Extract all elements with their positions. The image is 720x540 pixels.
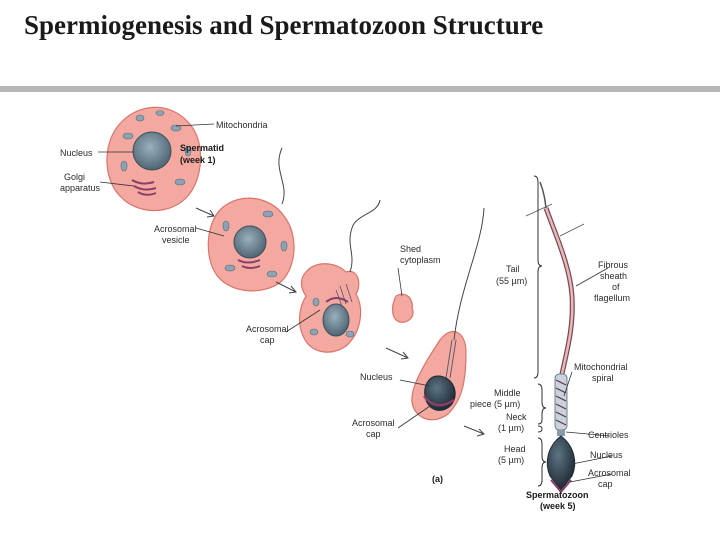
label-mito-spiral-2: spiral (592, 373, 614, 383)
label-acrosomal-cap: Acrosomal (246, 324, 289, 334)
stage-arrows (195, 207, 485, 437)
label-acrosomal-vesicle-2: vesicle (162, 235, 190, 245)
label-shed-cytoplasm: cytoplasm (400, 255, 441, 265)
label-acrosomal-cap-b2: cap (366, 429, 381, 439)
leader-lines (98, 123, 613, 483)
label-nucleus-2: Nucleus (360, 372, 393, 382)
label-mitochondria: Mitochondria (216, 120, 268, 130)
mitochondria-icons (120, 110, 192, 186)
label-tail: Tail (506, 264, 520, 274)
label-tail-length: (55 µm) (496, 276, 527, 286)
label-neck-length: (1 µm) (498, 423, 524, 433)
label-middle-piece: piece (5 µm) (470, 399, 520, 409)
label-neck: Neck (506, 412, 527, 422)
label-fibrous-of: of (612, 282, 620, 292)
spermatid-cell (106, 106, 202, 212)
label-acrosomal-vesicle: Acrosomal (154, 224, 197, 234)
label-fibrous-flagellum: flagellum (594, 293, 630, 303)
label-spermatozoon-week: (week 5) (540, 501, 576, 511)
label-shed: Shed (400, 244, 421, 254)
label-acrosomal-cap-c2: cap (598, 479, 613, 489)
acrosomal-cap-cell (298, 199, 414, 353)
shed-cytoplasm-blob (391, 293, 414, 323)
label-spermatid-week: (week 1) (180, 155, 216, 165)
panel-label: (a) (432, 474, 443, 484)
label-centrioles: Centrioles (588, 430, 629, 440)
label-nucleus-3: Nucleus (590, 450, 623, 460)
segment-brackets (533, 175, 547, 487)
label-head: Head (504, 444, 526, 454)
label-acrosomal-cap-c: Acrosomal (588, 468, 631, 478)
label-nucleus: Nucleus (60, 148, 93, 158)
label-head-length: (5 µm) (498, 455, 524, 465)
label-spermatid: Spermatid (180, 143, 224, 153)
label-golgi: Golgi (64, 172, 85, 182)
label-middle: Middle (494, 388, 521, 398)
label-fibrous-sheath: sheath (600, 271, 627, 281)
elongating-spermatid (411, 207, 485, 421)
slide-title: Spermiogenesis and Spermatozoon Structur… (24, 10, 544, 40)
label-fibrous: Fibrous (598, 260, 629, 270)
spermiogenesis-diagram: Mitochondria Nucleus Spermatid (week 1) … (60, 106, 631, 511)
label-golgi-apparatus: apparatus (60, 183, 101, 193)
spermatozoon (525, 181, 585, 494)
label-mito-spiral: Mitochondrial (574, 362, 628, 372)
label-acrosomal-cap-2: cap (260, 335, 275, 345)
acrosomal-vesicle-cell (207, 147, 295, 292)
label-acrosomal-cap-b: Acrosomal (352, 418, 395, 428)
label-spermatozoon: Spermatozoon (526, 490, 589, 500)
title-divider (0, 86, 720, 92)
